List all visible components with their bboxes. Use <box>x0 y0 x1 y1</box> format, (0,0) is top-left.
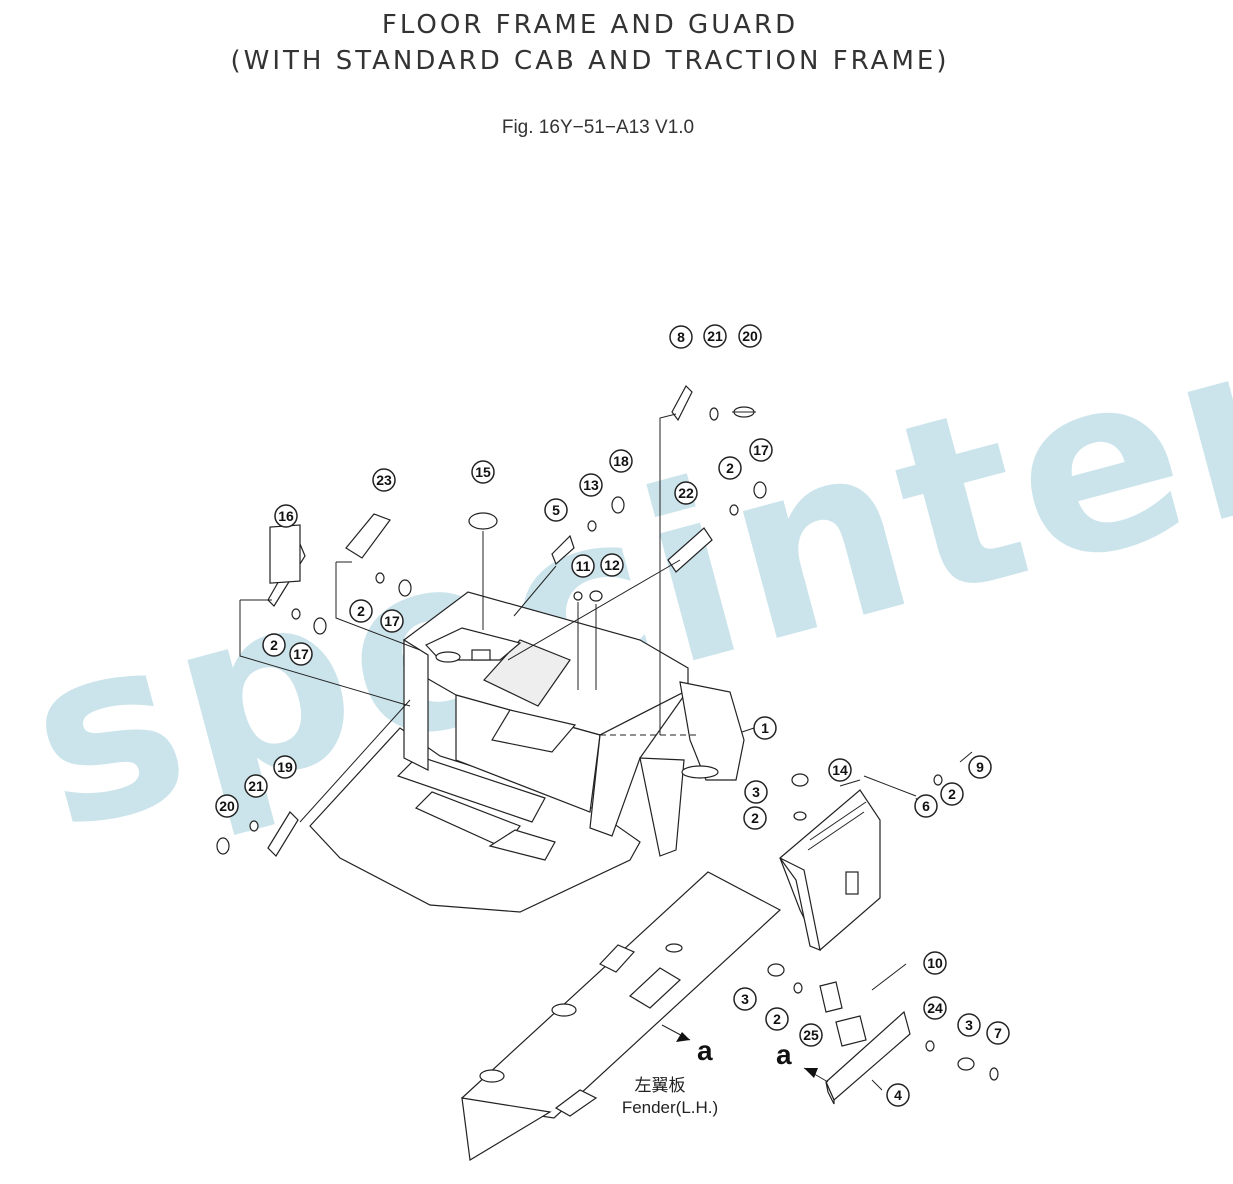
svg-text:10: 10 <box>927 955 943 971</box>
callout-6: 6 <box>914 794 938 818</box>
callout-4: 4 <box>886 1083 910 1107</box>
svg-text:20: 20 <box>219 798 235 814</box>
callout-1: 1 <box>753 716 777 740</box>
spring-6 <box>863 775 917 797</box>
hardware <box>216 406 999 1081</box>
callout-22: 22 <box>674 481 698 505</box>
cover-23 <box>345 513 391 559</box>
callout-3: 3 <box>733 987 757 1011</box>
svg-text:17: 17 <box>384 613 400 629</box>
bottom-guard <box>819 981 911 1105</box>
callout-labels: 1 2 2 2 2 2 2 2 3 3 3 4 5 6 7 8 9 10 11 … <box>215 324 1010 1107</box>
callout-21: 21 <box>703 324 727 348</box>
svg-text:18: 18 <box>613 453 629 469</box>
svg-text:24: 24 <box>927 1000 943 1016</box>
callout-2: 2 <box>349 599 373 623</box>
bracket-5 <box>551 534 575 566</box>
callout-19: 19 <box>273 755 297 779</box>
svg-text:19: 19 <box>277 759 293 775</box>
callout-10: 10 <box>923 951 947 975</box>
svg-text:12: 12 <box>604 557 620 573</box>
svg-text:17: 17 <box>293 646 309 662</box>
svg-text:2: 2 <box>773 1011 781 1027</box>
callout-2: 2 <box>743 806 767 830</box>
svg-text:17: 17 <box>753 442 769 458</box>
svg-text:2: 2 <box>357 603 365 619</box>
svg-text:2: 2 <box>270 637 278 653</box>
svg-text:13: 13 <box>583 477 599 493</box>
callout-16: 16 <box>274 504 298 528</box>
callout-3: 3 <box>744 780 768 804</box>
svg-text:3: 3 <box>752 784 760 800</box>
svg-text:22: 22 <box>678 485 694 501</box>
callout-2: 2 <box>262 633 286 657</box>
svg-text:21: 21 <box>707 328 723 344</box>
callout-7: 7 <box>986 1021 1010 1045</box>
cover-19 <box>267 811 299 857</box>
fender-lh <box>460 871 782 1161</box>
callout-12: 12 <box>600 553 624 577</box>
svg-text:2: 2 <box>948 786 956 802</box>
marker-a-fender: a <box>697 1035 713 1066</box>
fender-label-english: Fender(L.H.) <box>622 1098 718 1117</box>
callout-13: 13 <box>579 473 603 497</box>
callout-11: 11 <box>571 554 595 578</box>
svg-text:25: 25 <box>803 1027 819 1043</box>
callout-8: 8 <box>669 325 693 349</box>
callout-3: 3 <box>957 1013 981 1037</box>
svg-text:1: 1 <box>761 720 769 736</box>
page-title: FLOOR FRAME AND GUARD <box>381 10 799 40</box>
svg-text:3: 3 <box>965 1017 973 1033</box>
callout-2: 2 <box>765 1007 789 1031</box>
svg-text:9: 9 <box>976 759 984 775</box>
guard-plate <box>779 789 881 951</box>
callout-17: 17 <box>380 609 404 633</box>
svg-text:2: 2 <box>751 810 759 826</box>
callout-9: 9 <box>968 755 992 779</box>
callout-17: 17 <box>749 438 773 462</box>
svg-text:15: 15 <box>475 464 491 480</box>
svg-text:20: 20 <box>742 328 758 344</box>
callout-5: 5 <box>544 498 568 522</box>
callout-18: 18 <box>609 449 633 473</box>
callout-14: 14 <box>828 758 852 782</box>
figure-id: Fig. 16Y−51−A13 V1.0 <box>501 117 695 138</box>
svg-text:16: 16 <box>278 508 294 524</box>
marker-a-guard: a <box>776 1039 792 1070</box>
callout-21: 21 <box>244 774 268 798</box>
svg-text:4: 4 <box>894 1087 902 1103</box>
svg-text:14: 14 <box>832 762 848 778</box>
svg-text:6: 6 <box>922 798 930 814</box>
callout-20: 20 <box>215 794 239 818</box>
spring-10 <box>871 963 907 991</box>
callout-17: 17 <box>289 642 313 666</box>
svg-text:11: 11 <box>576 558 591 574</box>
callout-25: 25 <box>799 1023 823 1047</box>
callout-24: 24 <box>923 996 947 1020</box>
svg-text:5: 5 <box>552 502 560 518</box>
svg-text:21: 21 <box>248 778 264 794</box>
svg-text:3: 3 <box>741 991 749 1007</box>
callout-20: 20 <box>738 324 762 348</box>
callout-15: 15 <box>471 460 495 484</box>
svg-text:2: 2 <box>726 460 734 476</box>
callout-2: 2 <box>718 456 742 480</box>
svg-text:7: 7 <box>994 1025 1002 1041</box>
leader-lines <box>239 413 921 1091</box>
floor-frame <box>403 591 745 857</box>
callout-23: 23 <box>372 468 396 492</box>
plug-15 <box>468 512 498 530</box>
page-subtitle: (WITH STANDARD CAB AND TRACTION FRAME) <box>230 46 950 76</box>
cover-16-face <box>269 524 301 584</box>
svg-text:8: 8 <box>677 329 685 345</box>
svg-text:23: 23 <box>376 472 392 488</box>
bracket-8 <box>671 385 693 422</box>
fender-label-chinese: 左翼板 <box>635 1076 686 1095</box>
floor-mat <box>309 727 641 913</box>
callout-2: 2 <box>940 782 964 806</box>
